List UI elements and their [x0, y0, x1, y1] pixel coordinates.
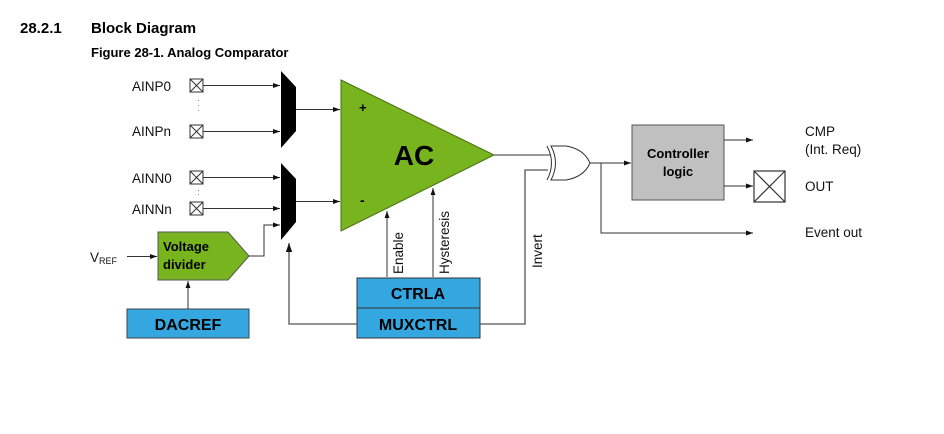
controller-logic-block — [631, 124, 725, 201]
voltage-divider-block — [157, 231, 250, 281]
svg-text:·: · — [197, 106, 200, 115]
pin-ainnn-icon — [189, 201, 204, 216]
input-label-ainpn: AINPn — [132, 124, 171, 139]
muxctrl-register — [356, 307, 481, 339]
pin-ainp0-icon — [189, 78, 204, 93]
mux-positive — [281, 71, 296, 148]
muxctrl-label: MUXCTRL — [379, 317, 457, 334]
section-title: Block Diagram — [91, 20, 197, 37]
xor-gate-icon — [546, 145, 591, 181]
comparator-label: AC — [394, 140, 434, 171]
output-event-out: Event out — [805, 225, 862, 240]
figure-caption: Figure 28-1. Analog Comparator — [91, 45, 289, 60]
wire-muxctrl-to-mux — [285, 243, 357, 325]
output-cmp-line2: (Int. Req) — [805, 142, 861, 157]
comparator-minus: - — [360, 192, 365, 208]
signal-hysteresis: Hysteresis — [437, 211, 452, 274]
mux-negative — [281, 163, 296, 240]
comparator-plus: + — [359, 100, 367, 115]
pin-out-icon — [753, 170, 786, 203]
pin-ainn0-icon — [189, 170, 204, 185]
signal-enable: Enable — [391, 232, 406, 274]
comparator-block — [340, 79, 496, 232]
voltage-divider-label-2: divider — [163, 257, 206, 272]
input-label-ainp0: AINP0 — [132, 79, 171, 94]
output-out: OUT — [805, 179, 834, 194]
ctrla-register — [356, 277, 481, 309]
section-number: 28.2.1 — [20, 20, 62, 37]
input-label-ainnn: AINNn — [132, 202, 172, 217]
dacref-label: DACREF — [155, 317, 222, 334]
svg-text:·: · — [197, 190, 200, 199]
svg-text:·: · — [197, 101, 200, 110]
controller-label-2: logic — [663, 164, 693, 179]
input-label-ainn0: AINN0 — [132, 171, 172, 186]
ellipsis-n: · — [197, 186, 200, 195]
wire-event-out — [600, 163, 753, 236]
signal-invert: Invert — [530, 234, 545, 268]
output-cmp-line1: CMP — [805, 124, 835, 139]
controller-label-1: Controller — [647, 146, 709, 161]
dacref-block — [126, 308, 250, 339]
ellipsis-p: · — [197, 96, 200, 105]
ctrla-label: CTRLA — [391, 286, 446, 303]
wire-divider-to-mux — [249, 222, 280, 257]
pin-ainpn-icon — [189, 124, 204, 139]
voltage-divider-label-1: Voltage — [163, 239, 209, 254]
wire-invert — [480, 169, 548, 325]
vref-label: VREF — [90, 250, 118, 266]
